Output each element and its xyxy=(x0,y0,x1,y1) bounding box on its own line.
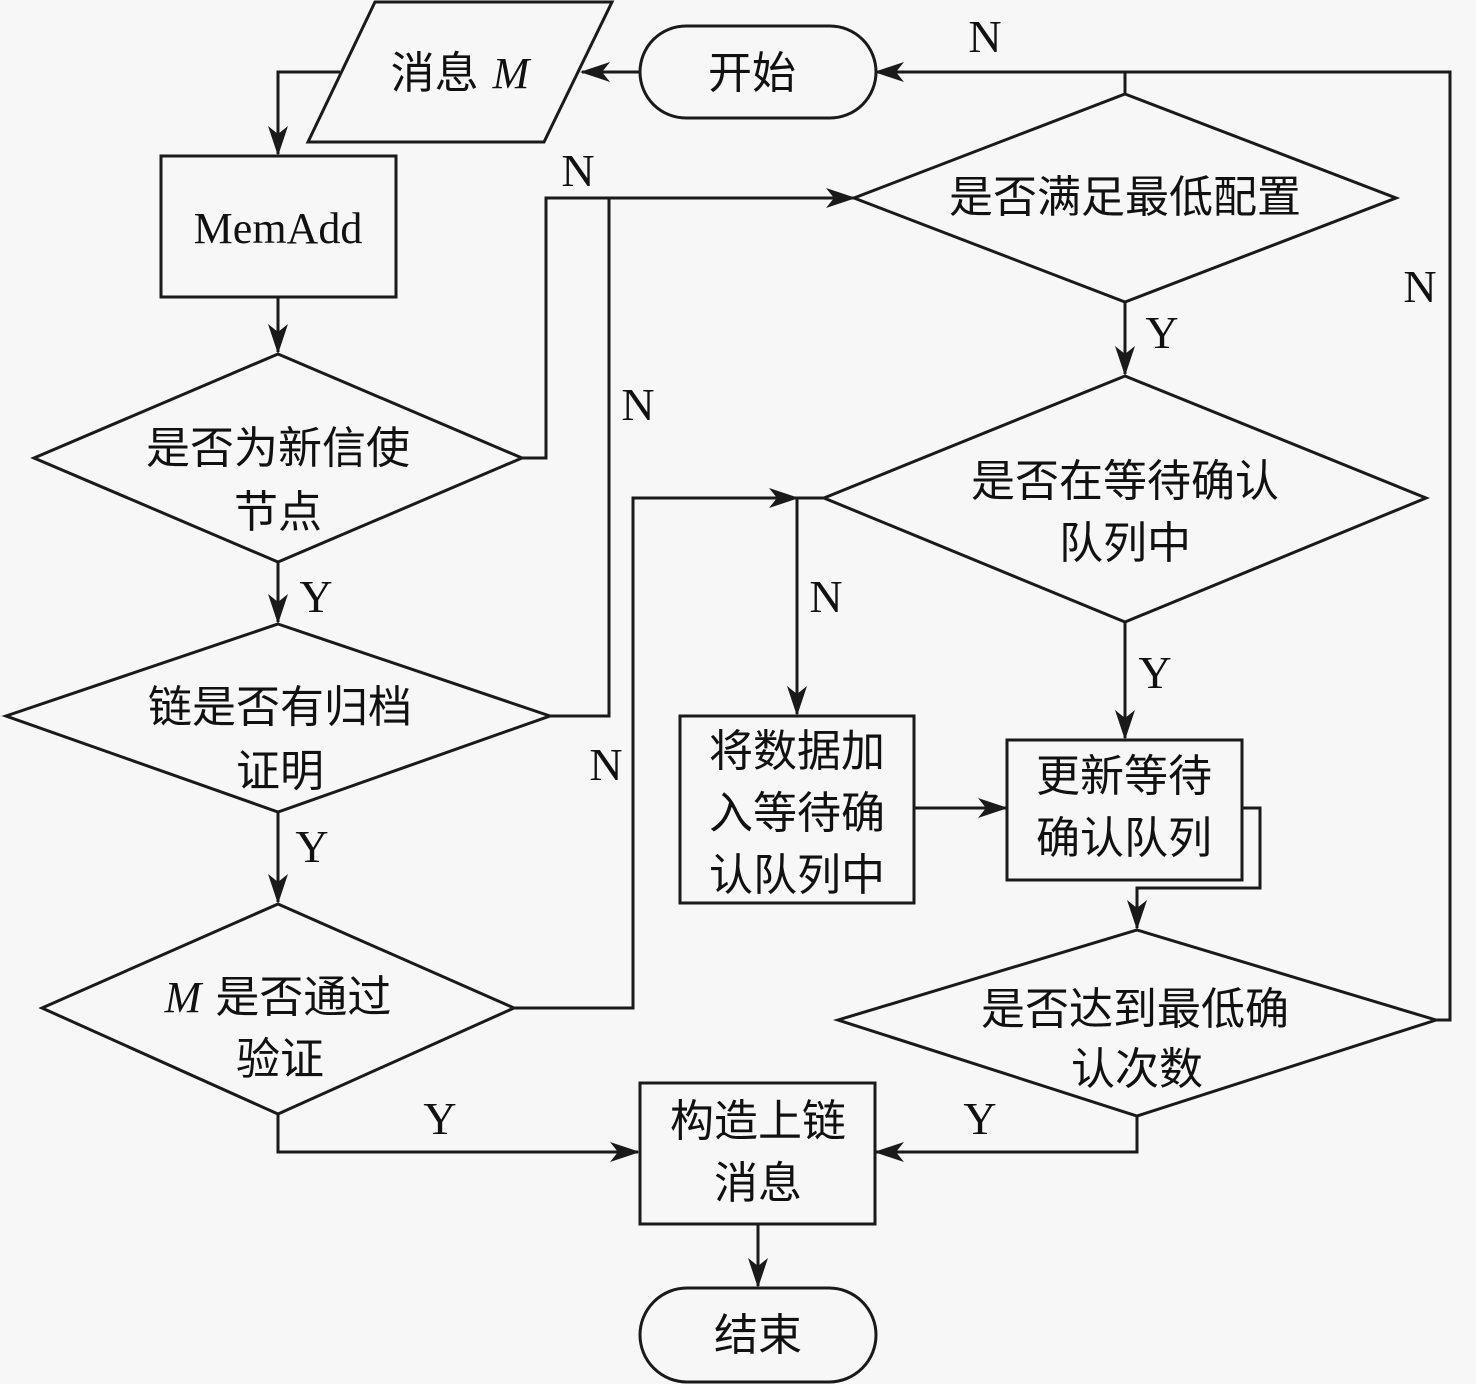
verify-decision-line-2: 验证 xyxy=(236,1034,324,1085)
edge-labels: N N N Y N N Y Y N Y Y Y xyxy=(295,11,1436,1144)
message-input: 消息 M xyxy=(305,0,615,144)
min-confirm-decision-line-1: 是否达到最低确 xyxy=(981,984,1289,1035)
update-queue-process: 更新等待 确认队列 xyxy=(1005,738,1244,882)
end-terminal: 结束 xyxy=(638,1286,878,1384)
add-queue-process: 将数据加 入等待确 认队列中 xyxy=(678,714,916,905)
label-no-in-queue: N xyxy=(809,571,842,622)
new-courier-decision-line-2: 节点 xyxy=(234,487,322,538)
label-no-min-confirm-right: N xyxy=(1403,261,1436,312)
label-yes-new-courier: Y xyxy=(299,571,332,622)
edge-message-to-memadd xyxy=(268,70,340,156)
edge-verify-to-in-queue xyxy=(514,488,799,1010)
memadd-process: MemAdd xyxy=(159,154,398,299)
verify-decision: M 是否通过 验证 xyxy=(38,902,518,1116)
label-no-min-confirm-top: N xyxy=(968,11,1001,62)
verify-decision-shape xyxy=(38,902,518,1116)
label-yes-min-config: Y xyxy=(1145,307,1178,358)
build-message-process-line-1: 构造上链 xyxy=(670,1096,846,1147)
update-queue-process-line-2: 确认队列 xyxy=(1036,813,1212,864)
build-message-process-shape xyxy=(638,1081,877,1226)
message-input-label: 消息 M xyxy=(391,48,532,99)
end-terminal-label: 结束 xyxy=(714,1310,802,1361)
min-config-decision-shape xyxy=(849,92,1401,304)
archive-proof-decision: 链是否有归档 证明 xyxy=(1,622,555,814)
min-confirm-decision: 是否达到最低确 认次数 xyxy=(832,928,1442,1118)
message-input-shape xyxy=(305,0,615,144)
new-courier-decision: 是否为新信使 节点 xyxy=(30,352,526,564)
start-terminal-label: 开始 xyxy=(708,48,796,99)
new-courier-decision-line-1: 是否为新信使 xyxy=(146,423,410,474)
update-queue-process-shape xyxy=(1005,738,1244,882)
edge-min-confirm-to-build-msg xyxy=(874,1116,1139,1162)
edge-min-config-to-start xyxy=(874,62,1127,94)
label-yes-in-queue: Y xyxy=(1138,647,1171,698)
label-no-archive-proof: N xyxy=(621,379,654,430)
label-no-verify: N xyxy=(589,739,622,790)
build-message-process-line-2: 消息 xyxy=(714,1158,802,1209)
min-confirm-decision-shape xyxy=(832,928,1442,1118)
add-queue-process-shape xyxy=(678,714,916,905)
end-terminal-shape xyxy=(638,1286,878,1384)
add-queue-process-line-1: 将数据加 xyxy=(709,726,885,777)
start-terminal-shape xyxy=(638,24,878,120)
archive-proof-decision-line-1: 链是否有归档 xyxy=(148,682,412,733)
new-courier-decision-shape xyxy=(30,352,526,564)
edge-verify-to-build-msg xyxy=(276,1114,640,1162)
min-config-decision-label: 是否满足最低配置 xyxy=(949,172,1301,223)
edges xyxy=(268,62,1452,1288)
in-queue-decision-line-1: 是否在等待确认 xyxy=(971,456,1279,507)
edge-archive-proof-to-min-config xyxy=(550,198,611,718)
label-no-new-courier: N xyxy=(561,145,594,196)
memadd-process-shape xyxy=(159,154,398,299)
memadd-process-label: MemAdd xyxy=(194,204,363,253)
archive-proof-decision-line-2: 证明 xyxy=(236,746,324,797)
archive-proof-decision-shape xyxy=(1,622,555,814)
edge-min-confirm-to-start xyxy=(1125,70,1452,1022)
min-confirm-decision-line-2: 认次数 xyxy=(1071,1044,1203,1095)
in-queue-decision-line-2: 队列中 xyxy=(1059,518,1191,569)
min-config-decision: 是否满足最低配置 xyxy=(849,92,1401,304)
start-terminal: 开始 xyxy=(638,24,878,120)
edge-update-queue-to-min-confirm xyxy=(1127,806,1262,930)
build-message-process: 构造上链 消息 xyxy=(638,1081,877,1226)
verify-decision-line-1: M 是否通过 xyxy=(164,972,392,1023)
add-queue-process-line-2: 入等待确 xyxy=(709,788,885,839)
in-queue-decision: 是否在等待确认 队列中 xyxy=(820,374,1430,624)
edge-new-courier-to-min-config xyxy=(522,188,856,460)
label-yes-archive-proof: Y xyxy=(295,821,328,872)
in-queue-decision-shape xyxy=(820,374,1430,624)
label-yes-min-confirm: Y xyxy=(963,1093,996,1144)
label-yes-verify: Y xyxy=(423,1093,456,1144)
add-queue-process-line-3: 认队列中 xyxy=(709,850,885,901)
update-queue-process-line-1: 更新等待 xyxy=(1036,751,1212,802)
